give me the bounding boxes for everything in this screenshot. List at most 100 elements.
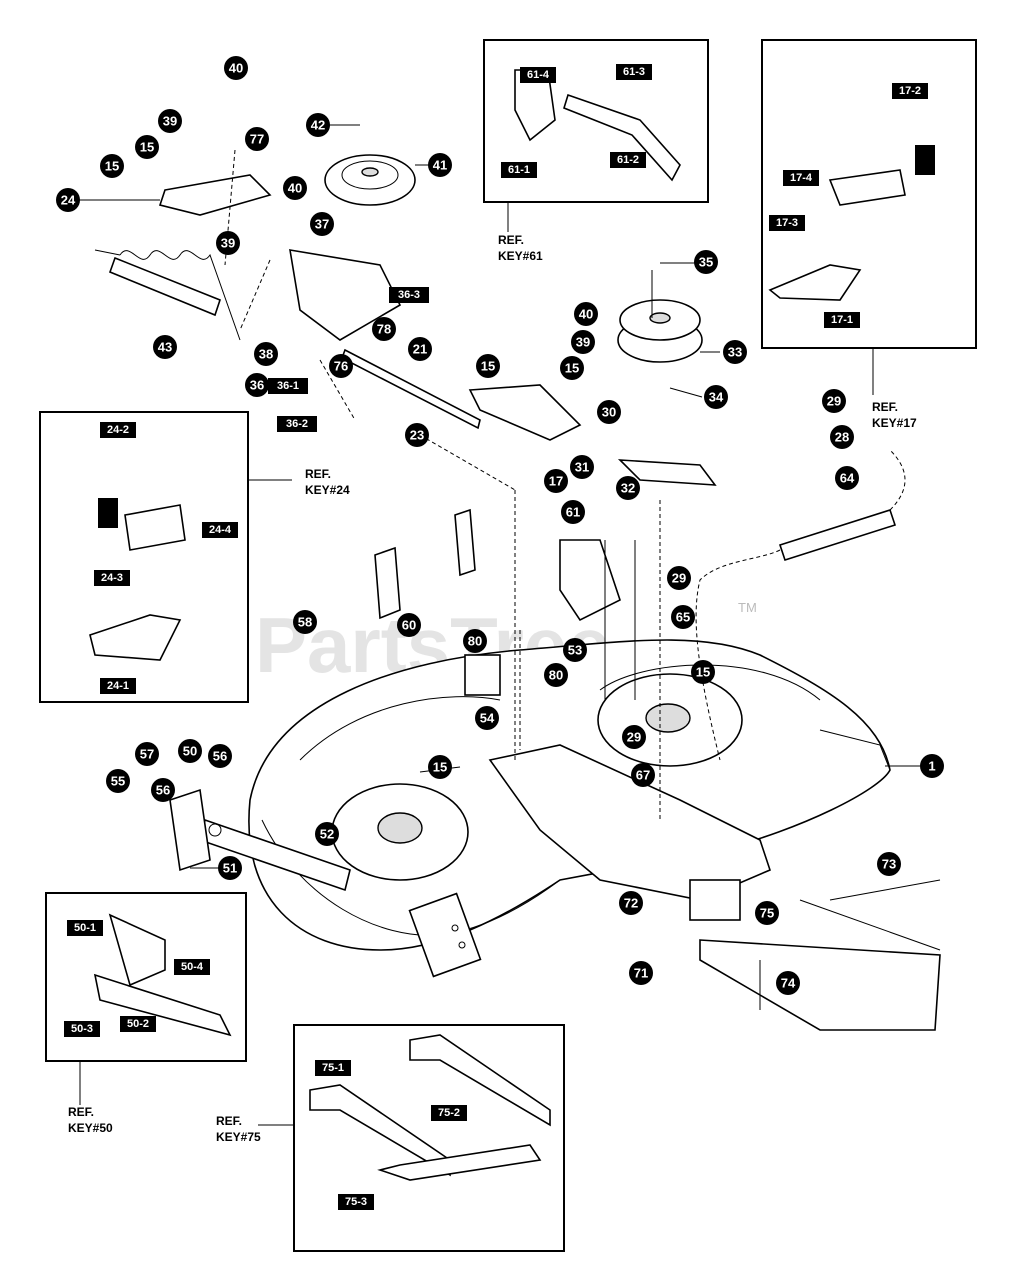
spring-43	[94, 249, 241, 341]
ref-key75-line2: KEY#75	[216, 1130, 261, 1144]
inset-label-text: 50-1	[74, 922, 96, 934]
callout-label: 52	[320, 827, 334, 842]
callout-77: 77	[245, 127, 269, 151]
inset-key17	[761, 39, 977, 395]
inset-label-24-3: 24-3	[94, 570, 130, 586]
inset-label-text: 50-2	[127, 1018, 149, 1030]
callout-80: 80	[544, 663, 568, 687]
inset-label-text: 17-1	[831, 314, 853, 326]
bracket-31	[617, 459, 717, 486]
callout-label: 74	[781, 976, 796, 991]
inset-label-50-4: 50-4	[174, 959, 210, 975]
callout-label: 40	[288, 181, 302, 196]
callout-label: 36-3	[398, 289, 420, 301]
inset-label-50-3: 50-3	[64, 1021, 100, 1037]
inset-label-text: 61-3	[623, 66, 645, 78]
callout-label: 31	[575, 460, 589, 475]
callout-label: 57	[140, 747, 154, 762]
inset-label-24-1: 24-1	[100, 678, 136, 694]
callout-label: 51	[223, 861, 237, 876]
callout-15: 15	[100, 154, 124, 178]
callout-56: 56	[208, 744, 232, 768]
callout-60: 60	[397, 613, 421, 637]
callout-23: 23	[405, 423, 429, 447]
callout-40: 40	[574, 302, 598, 326]
callout-label: 21	[413, 342, 427, 357]
plate-61	[559, 539, 636, 700]
inset-key61	[483, 39, 709, 232]
callout-37: 37	[310, 212, 334, 236]
callout-32: 32	[616, 476, 640, 500]
inset-label-text: 24-4	[209, 524, 232, 536]
callout-15: 15	[560, 356, 584, 380]
callout-label: 55	[111, 774, 125, 789]
callout-label: 67	[636, 768, 650, 783]
callout-38: 38	[254, 342, 278, 366]
callout-label: 36	[250, 378, 264, 393]
callout-36-1: 36-1	[268, 378, 308, 394]
callout-label: 35	[699, 255, 713, 270]
inset-label-61-4: 61-4	[520, 67, 556, 83]
callout-50: 50	[178, 739, 202, 763]
pulley-33	[617, 270, 703, 363]
callout-42: 42	[306, 113, 330, 137]
callout-label: 60	[402, 618, 416, 633]
callout-label: 24	[61, 193, 76, 208]
callout-1: 1	[920, 754, 944, 778]
callout-label: 29	[627, 730, 641, 745]
ref-labels: REF.KEY#61REF.KEY#17REF.KEY#24REF.KEY#50…	[68, 233, 917, 1144]
callout-36-3: 36-3	[389, 287, 429, 303]
ref-key24-line1: REF.	[305, 467, 331, 481]
inset-label-text: 50-3	[71, 1023, 93, 1035]
rod-21	[341, 348, 481, 430]
callout-73: 73	[877, 852, 901, 876]
callout-15: 15	[428, 755, 452, 779]
callout-39: 39	[571, 330, 595, 354]
inset-label-text: 75-1	[322, 1062, 344, 1074]
callout-71: 71	[629, 961, 653, 985]
callout-label: 1	[928, 759, 935, 774]
callout-label: 15	[140, 140, 154, 155]
callout-label: 34	[709, 390, 724, 405]
callout-label: 29	[672, 571, 686, 586]
inset-label-text: 24-2	[107, 424, 129, 436]
callout-label: 28	[835, 430, 849, 445]
idler-arm-24	[158, 174, 272, 216]
callout-28: 28	[830, 425, 854, 449]
inset-label-text: 61-2	[617, 154, 639, 166]
inset-label-17-2: 17-2	[892, 83, 928, 99]
callout-label: 38	[259, 347, 273, 362]
rear-bracket	[699, 879, 941, 1031]
callout-41: 41	[428, 153, 452, 177]
callout-label: 50	[183, 744, 197, 759]
callout-label: 65	[676, 610, 690, 625]
callout-17: 17	[544, 469, 568, 493]
inset-label-61-1: 61-1	[501, 162, 537, 178]
ref-key50-line2: KEY#50	[68, 1121, 113, 1135]
callout-label: 61	[566, 505, 580, 520]
callout-33: 33	[723, 340, 747, 364]
callout-54: 54	[475, 706, 499, 730]
callout-24: 24	[56, 188, 80, 212]
ref-key50-line1: REF.	[68, 1105, 94, 1119]
callout-label: 42	[311, 118, 325, 133]
callout-52: 52	[315, 822, 339, 846]
callout-78: 78	[372, 317, 396, 341]
callout-label: 58	[298, 615, 312, 630]
callout-35: 35	[694, 250, 718, 274]
inset-label-50-2: 50-2	[120, 1016, 156, 1032]
callout-label: 15	[565, 361, 579, 376]
callout-67: 67	[631, 763, 655, 787]
ref-key61-line2: KEY#61	[498, 249, 543, 263]
callout-34: 34	[704, 385, 728, 409]
callout-label: 15	[105, 159, 119, 174]
callout-15: 15	[691, 660, 715, 684]
ref-key75-line1: REF.	[216, 1114, 242, 1128]
inset-label-50-1: 50-1	[67, 920, 103, 936]
callout-label: 73	[882, 857, 896, 872]
inset-label-text: 17-2	[899, 85, 921, 97]
inset-key24	[39, 411, 292, 703]
pulley-41	[324, 154, 416, 206]
callout-label: 15	[696, 665, 710, 680]
callout-29: 29	[622, 725, 646, 749]
